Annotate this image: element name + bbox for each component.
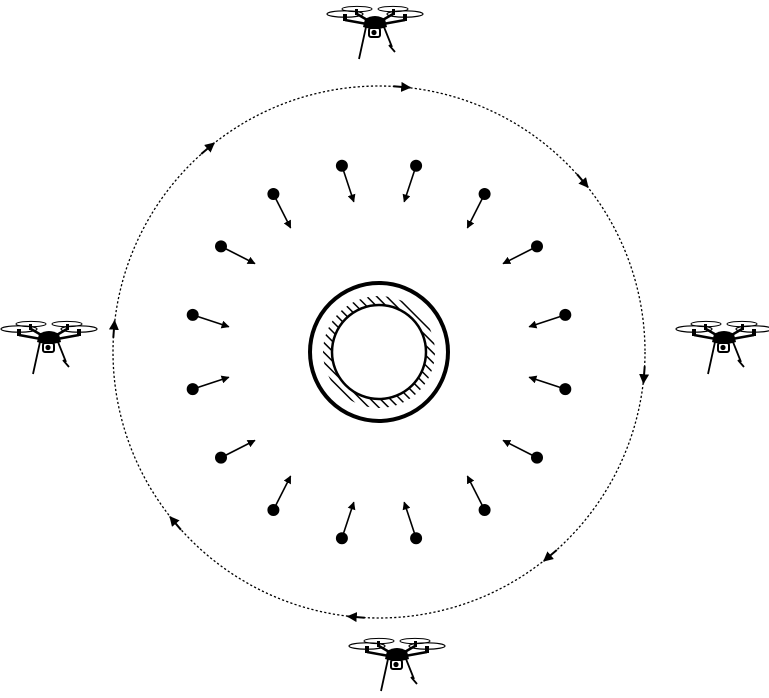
sensor-dot [410,532,422,544]
sensor-node [529,377,571,395]
drone-left-icon [1,321,97,374]
orbit-direction-arrow [113,321,114,338]
sensor-node [215,240,255,263]
sensor-dot [215,452,227,464]
orbit-direction-arrow [544,550,557,561]
sensor-node [503,240,543,263]
sensor-dot [336,532,348,544]
sensor-node [267,476,290,516]
sensor-node [336,502,354,544]
sensor-dot [267,188,279,200]
orbit-direction-arrow [577,174,588,187]
sensor-node [187,309,229,327]
sensor-dot [187,309,199,321]
sensor-dot [410,160,422,172]
sensor-dot [559,383,571,395]
sensor-node [215,440,255,463]
sensor-dot [559,309,571,321]
sensor-dot [267,504,279,516]
sensor-node [529,309,571,327]
sensor-node [336,160,354,202]
sensor-dot [531,240,543,252]
sensor-node [187,377,229,395]
drone-right-icon [676,321,769,374]
sensor-dot [479,504,491,516]
sensor-node [404,502,422,544]
sensor-node [467,188,490,228]
orbit-direction-arrow [393,86,410,87]
central-target [310,283,448,421]
orbit-direction-arrow [201,143,214,154]
sensor-dot [479,188,491,200]
sensor-node [267,188,290,228]
sensor-dot [215,240,227,252]
sensor-node [503,440,543,463]
sensor-dot [531,452,543,464]
drone-top-icon [327,6,423,59]
drone-bottom-icon [349,638,445,691]
sensor-dot [336,160,348,172]
sensor-node [467,476,490,516]
orbit-direction-arrow [170,517,181,530]
sensor-node [404,160,422,202]
orbit-direction-arrow [643,366,644,383]
orbit-direction-arrow [348,616,365,617]
sensor-dot [187,383,199,395]
